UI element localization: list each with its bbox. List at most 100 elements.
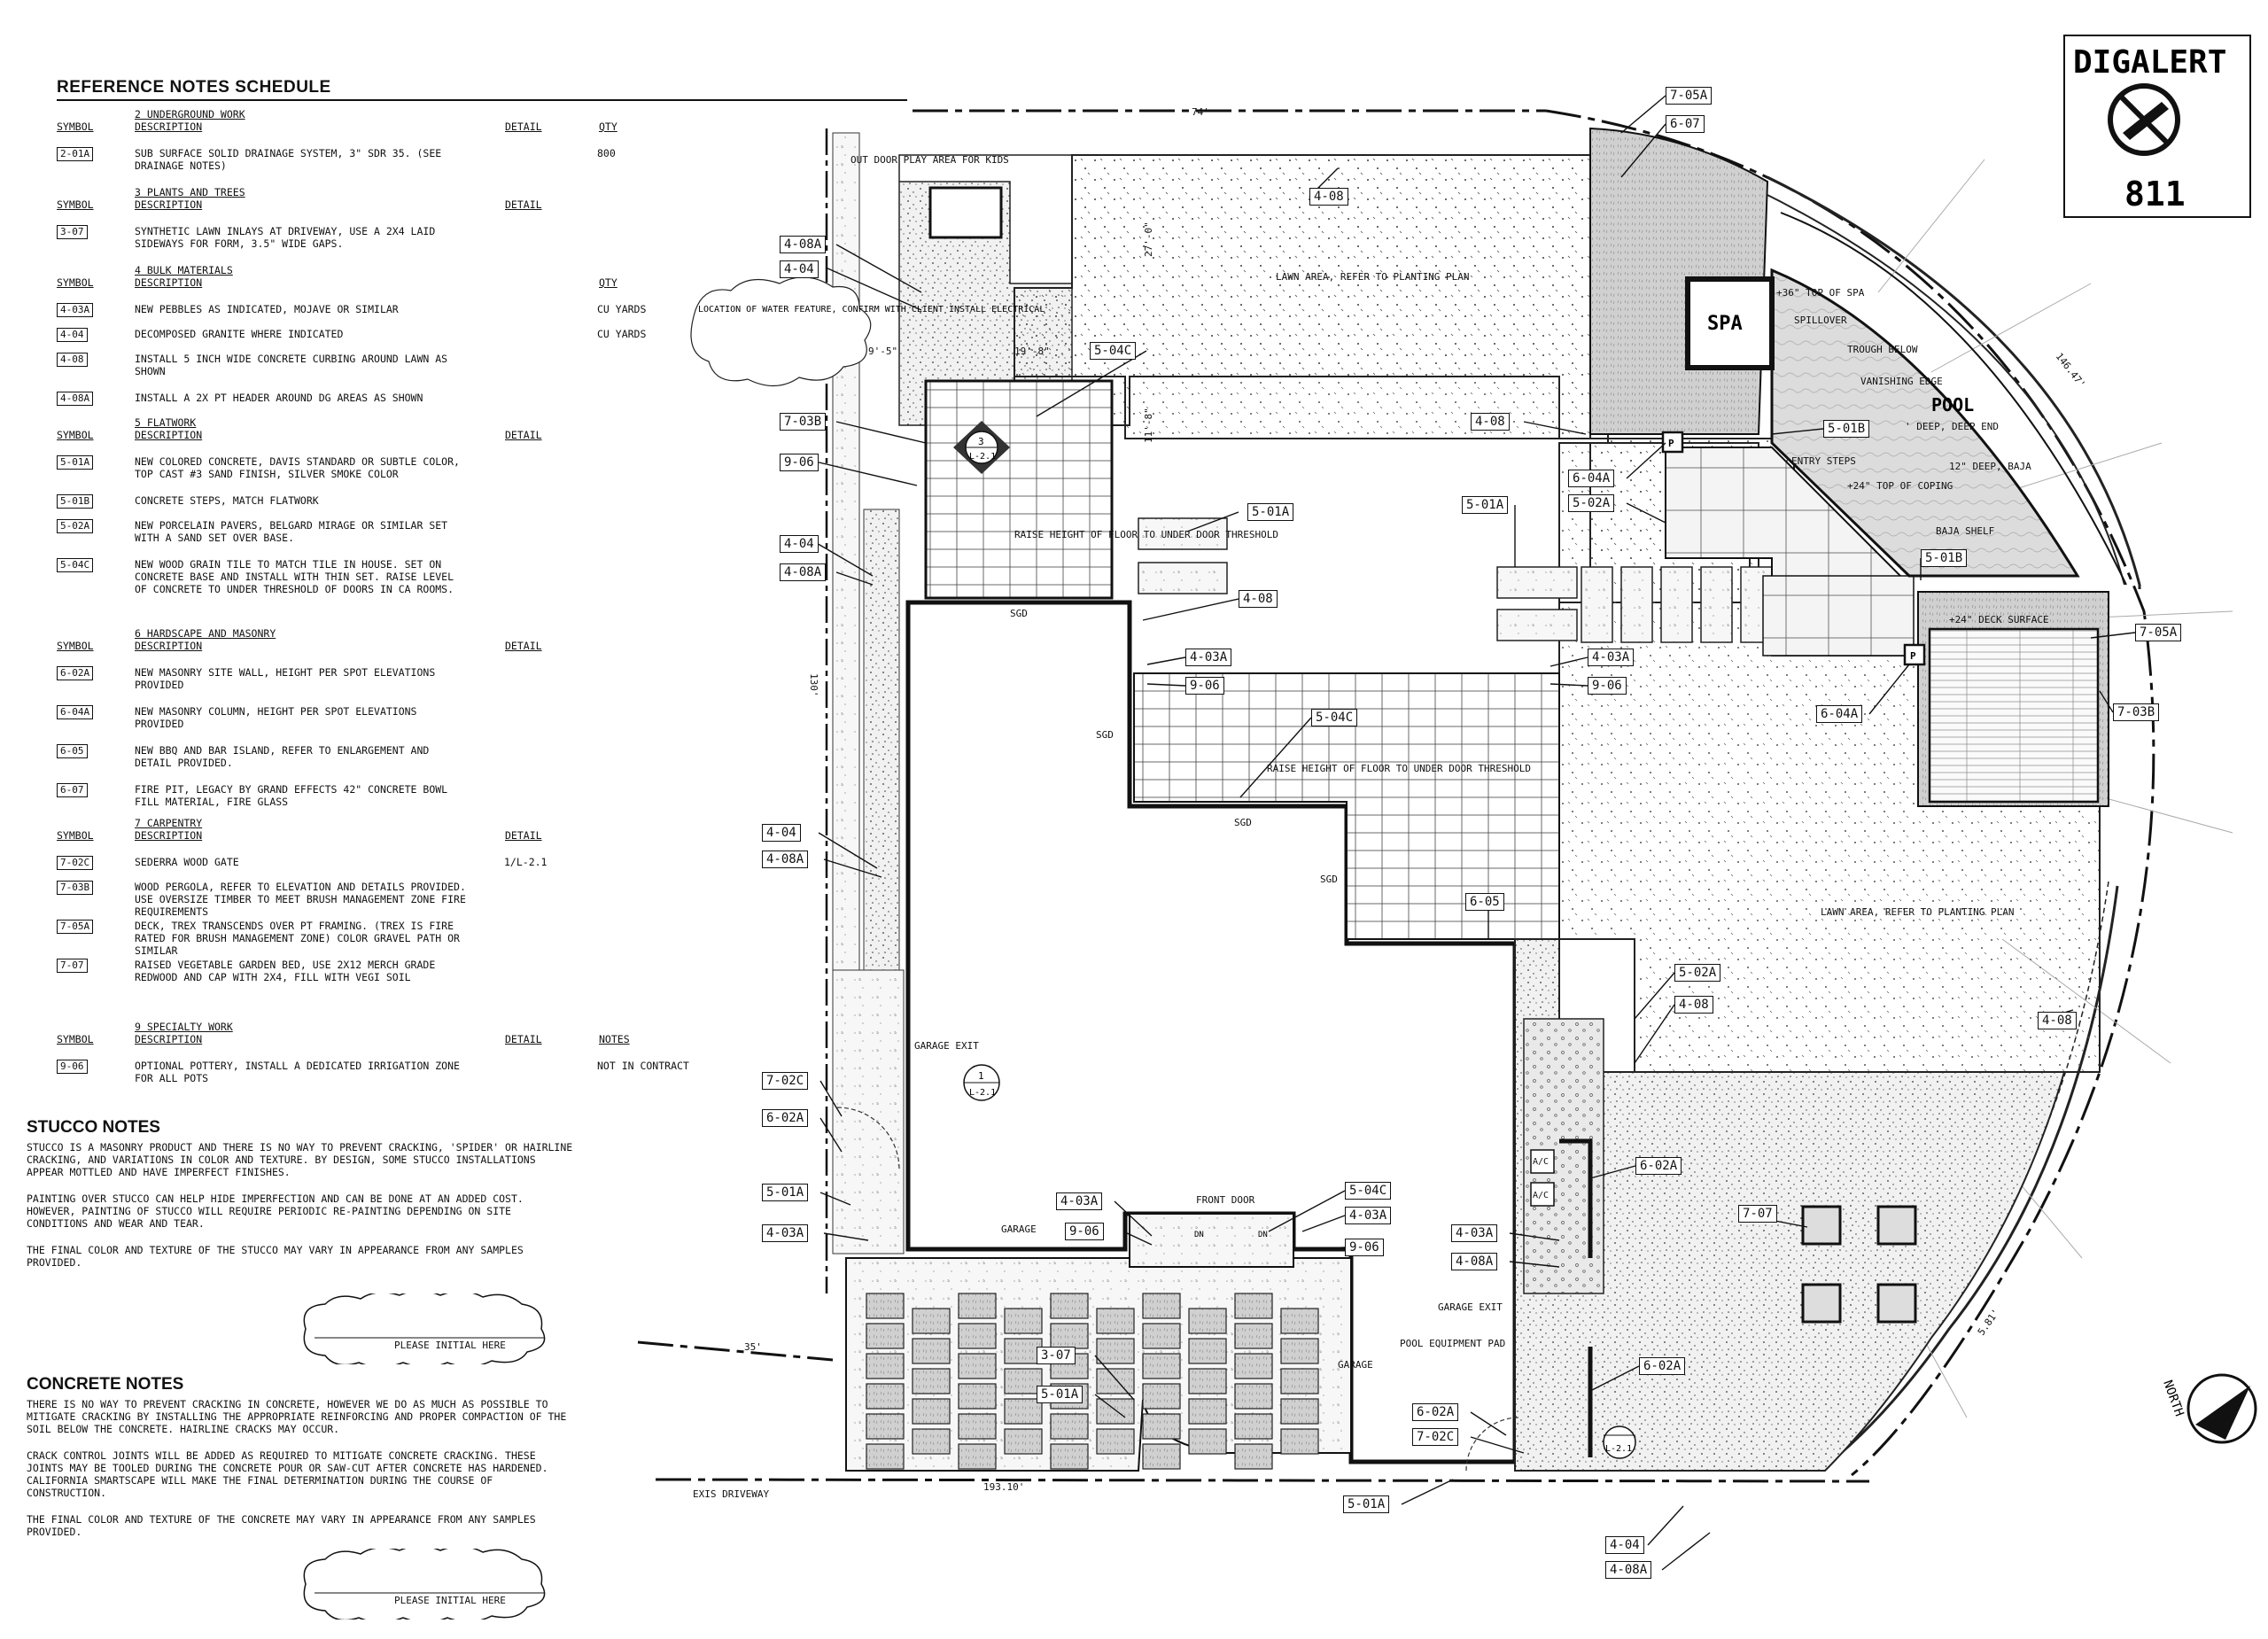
callout-tag-4-03a: 4-03A xyxy=(1451,1224,1498,1242)
leader-line xyxy=(1239,717,1312,798)
symbol-tag: 5-02A xyxy=(57,519,94,533)
digalert-circle xyxy=(2108,83,2180,156)
driveway xyxy=(845,1257,1352,1472)
schedule-col-header: SYMBOL xyxy=(57,829,94,842)
leader-line xyxy=(819,1080,843,1117)
label-sgd-4: SGD xyxy=(1320,874,1338,885)
schedule-col-header: DESCRIPTION xyxy=(135,1033,203,1045)
symbol-tag: 7-05A xyxy=(57,920,94,934)
concrete-p1: THERE IS NO WAY TO PREVENT CRACKING IN C… xyxy=(27,1398,567,1435)
quantity: CU YARDS xyxy=(597,303,647,315)
svg-text:DIGALERT: DIGALERT xyxy=(2073,44,2226,81)
description: WOOD PERGOLA, REFER TO ELEVATION AND DET… xyxy=(135,881,466,918)
lawn-inlay xyxy=(1188,1338,1227,1364)
spa xyxy=(1685,276,1775,370)
leader-line xyxy=(1550,656,1588,667)
dim-11: 11'-8" xyxy=(1143,408,1154,443)
description: SEDERRA WOOD GATE xyxy=(135,856,239,868)
lawn-inlay xyxy=(1050,1443,1089,1470)
lawn-inlay xyxy=(1234,1323,1273,1349)
water-feature-cloud xyxy=(690,276,872,387)
lawn-inlay xyxy=(1188,1308,1227,1334)
lawn-inlay xyxy=(912,1308,951,1334)
description: NEW PEBBLES AS INDICATED, MOJAVE OR SIMI… xyxy=(135,303,399,315)
description: NEW MASONRY SITE WALL, HEIGHT PER SPOT E… xyxy=(135,666,436,691)
label-lawn1: LAWN AREA, REFER TO PLANTING PLAN xyxy=(1276,271,1470,283)
pool-pavers xyxy=(1665,447,1910,656)
label-outdoor-play: OUT DOOR PLAY AREA FOR KIDS xyxy=(850,154,1009,166)
label-ac-2: A/C xyxy=(1533,1191,1549,1200)
dim-27: 27'-0" xyxy=(1143,221,1154,257)
label-raise2: RAISE HEIGHT OF FLOOR TO UNDER DOOR THRE… xyxy=(1267,763,1531,774)
callout-tag-4-08: 4-08 xyxy=(2038,1012,2077,1029)
svg-text:L-2.1: L-2.1 xyxy=(1605,1444,1632,1454)
leader-line xyxy=(2090,632,2136,639)
callout-tag-4-08a: 4-08A xyxy=(762,851,809,868)
stucco-p2: PAINTING OVER STUCCO CAN HELP HIDE IMPER… xyxy=(27,1192,524,1230)
label-baja-shelf: BAJA SHELF xyxy=(1936,525,1994,537)
lawn-inlay xyxy=(958,1323,997,1349)
site-wall-east xyxy=(1559,1138,1593,1457)
callout-tag-4-08: 4-08 xyxy=(1471,413,1510,431)
schedule-col-header: DESCRIPTION xyxy=(135,276,203,289)
svg-text:L-2.1: L-2.1 xyxy=(969,1088,996,1098)
shovel-icon xyxy=(2123,102,2169,140)
lawn-inlay xyxy=(1234,1293,1273,1319)
lawn-inlay xyxy=(866,1413,905,1440)
schedule-section-heading: 6 HARDSCAPE AND MASONRY xyxy=(135,627,276,640)
label-garage-1: GARAGE xyxy=(1001,1223,1037,1235)
schedule-col-header: DETAIL xyxy=(505,829,542,842)
schedule-col-header: SYMBOL xyxy=(57,276,94,289)
lawn-inlay xyxy=(1280,1308,1319,1334)
callout-tag-5-01a: 5-01A xyxy=(762,1184,809,1201)
callout-tag-4-08: 4-08 xyxy=(1309,188,1348,206)
leader-line xyxy=(1268,1190,1346,1232)
leader-line xyxy=(1626,442,1666,479)
lawn-inlay xyxy=(866,1323,905,1349)
lawn-inlay xyxy=(866,1353,905,1379)
callout-tag-4-08a: 4-08A xyxy=(780,563,827,581)
deck-south xyxy=(1917,591,2109,807)
callout-tag-6-05: 6-05 xyxy=(1465,893,1504,911)
label-exis-driveway: EXIS DRIVEWAY xyxy=(693,1488,769,1500)
label-sgd-1: SGD xyxy=(1010,608,1028,619)
pebble-strip-east xyxy=(1523,1018,1604,1294)
lawn-inlay xyxy=(1142,1323,1181,1349)
lawn-inlay xyxy=(866,1293,905,1319)
lawn-inlay xyxy=(1234,1383,1273,1410)
pool xyxy=(1770,268,2080,578)
description: NEW PORCELAIN PAVERS, BELGARD MIRAGE OR … xyxy=(135,519,448,544)
callout-tag-5-04c: 5-04C xyxy=(1311,709,1358,726)
description: CONCRETE STEPS, MATCH FLATWORK xyxy=(135,494,319,507)
lawn-inlay xyxy=(958,1293,997,1319)
digalert-logo: DIGALERT 811 xyxy=(2063,35,2251,218)
dim-19: 19'-8" xyxy=(1014,346,1050,357)
callout-tag-7-02c: 7-02C xyxy=(762,1072,809,1090)
leader-line xyxy=(1094,1355,1135,1401)
leader-line xyxy=(1626,502,1666,524)
leader-line xyxy=(835,244,922,293)
description: INSTALL 5 INCH WIDE CONCRETE CURBING ARO… xyxy=(135,353,448,377)
schedule-section-heading: 7 CARPENTRY xyxy=(135,817,203,829)
callout-tag-9-06: 9-06 xyxy=(780,454,819,471)
schedule-col-header: SYMBOL xyxy=(57,429,94,441)
label-pool-equip: POOL EQUIPMENT PAD xyxy=(1400,1338,1505,1349)
description: INSTALL A 2X PT HEADER AROUND DG AREAS A… xyxy=(135,392,423,404)
east-lawn xyxy=(1558,442,2101,1073)
symbol-tag: 3-07 xyxy=(57,225,88,239)
lawn-inlay xyxy=(1142,1353,1181,1379)
label-entry-steps: ENTRY STEPS xyxy=(1791,455,1856,467)
schedule-col-header: QTY xyxy=(599,120,617,133)
columns xyxy=(1661,431,1926,666)
lawn-inlay xyxy=(1142,1293,1181,1319)
callout-tag-5-01b: 5-01B xyxy=(1921,549,1968,567)
concrete-p3: THE FINAL COLOR AND TEXTURE OF THE CONCR… xyxy=(27,1513,536,1538)
callout-tag-6-07: 6-07 xyxy=(1666,115,1705,133)
lawn-inlay xyxy=(958,1383,997,1410)
leader-line xyxy=(835,421,927,444)
callout-tag-4-08a: 4-08A xyxy=(1605,1561,1652,1579)
description: DECOMPOSED GRANITE WHERE INDICATED xyxy=(135,328,344,340)
schedule-col-header: DESCRIPTION xyxy=(135,640,203,652)
symbol-tag: 4-08A xyxy=(57,392,94,406)
column-p-1: P xyxy=(1668,438,1674,449)
